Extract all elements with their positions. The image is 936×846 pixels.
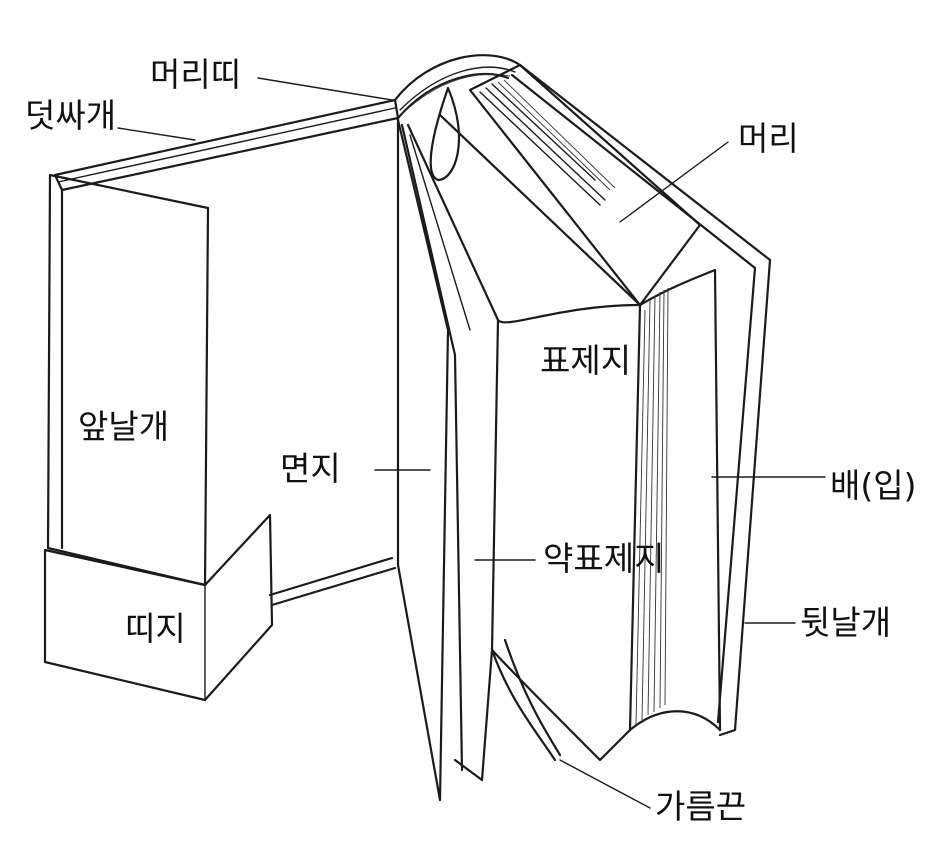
front-cover-and-flap <box>46 98 400 607</box>
leader-headband <box>257 77 393 101</box>
label-title-page: 표제지 <box>540 341 631 380</box>
label-back-flap: 뒷날개 <box>800 603 891 642</box>
ribbon-bookmark <box>429 86 562 762</box>
text-block <box>438 63 772 762</box>
belly-band <box>43 513 274 702</box>
label-head: 머리 <box>738 119 799 158</box>
label-fore-edge: 배(입) <box>830 466 916 505</box>
spine-top <box>393 54 522 120</box>
label-belly-band: 띠지 <box>125 609 186 648</box>
leader-head <box>619 141 729 223</box>
label-dust-jacket: 덧싸개 <box>25 96 116 135</box>
label-endpaper: 면지 <box>280 449 341 488</box>
label-headband: 머리띠 <box>150 55 241 94</box>
endpaper-leaves <box>396 118 500 802</box>
label-ribbon-marker: 가름끈 <box>655 787 746 826</box>
label-half-title: 약표제지 <box>543 539 664 578</box>
label-front-flap: 앞날개 <box>78 407 169 446</box>
leader-ribbon <box>559 759 651 809</box>
leader-jacket <box>117 127 196 141</box>
leader-lines <box>117 77 826 809</box>
